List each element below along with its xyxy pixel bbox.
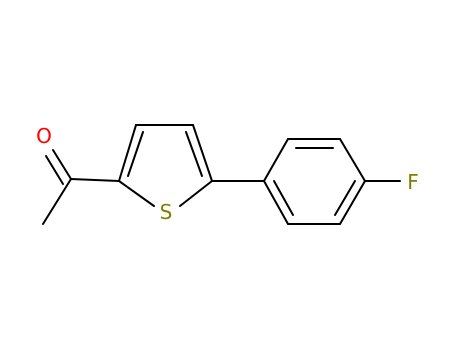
sulfur-atom-label: S (160, 200, 173, 224)
atom-labels: O S F (36, 124, 419, 224)
fluorine-atom-label: F (407, 170, 419, 194)
bond-c4-c5-inner (185, 131, 203, 177)
bond-carbonyl-oxygen-1 (52, 149, 72, 180)
bond-carbonyl-c2 (70, 178, 120, 182)
bond-c4-c5-outer (192, 124, 213, 182)
bond-sulfur-c5 (179, 180, 213, 207)
bond-ring-6 (263, 180, 289, 225)
bond-ring-1 (263, 138, 289, 182)
oxygen-atom-label: O (36, 124, 52, 148)
bonds (42, 124, 401, 225)
bond-methyl-carbonyl (42, 178, 72, 225)
bond-ring-3 (339, 138, 366, 182)
bond-ring-inner-2 (334, 180, 356, 216)
bond-ring-inner-3 (273, 180, 294, 216)
bond-carbonyl-oxygen-2 (45, 155, 64, 185)
bond-c2-sulfur (118, 180, 155, 207)
bond-ring-4 (339, 180, 366, 225)
bond-c2-c3-inner (127, 131, 144, 177)
bond-c2-c3-outer (118, 124, 137, 182)
